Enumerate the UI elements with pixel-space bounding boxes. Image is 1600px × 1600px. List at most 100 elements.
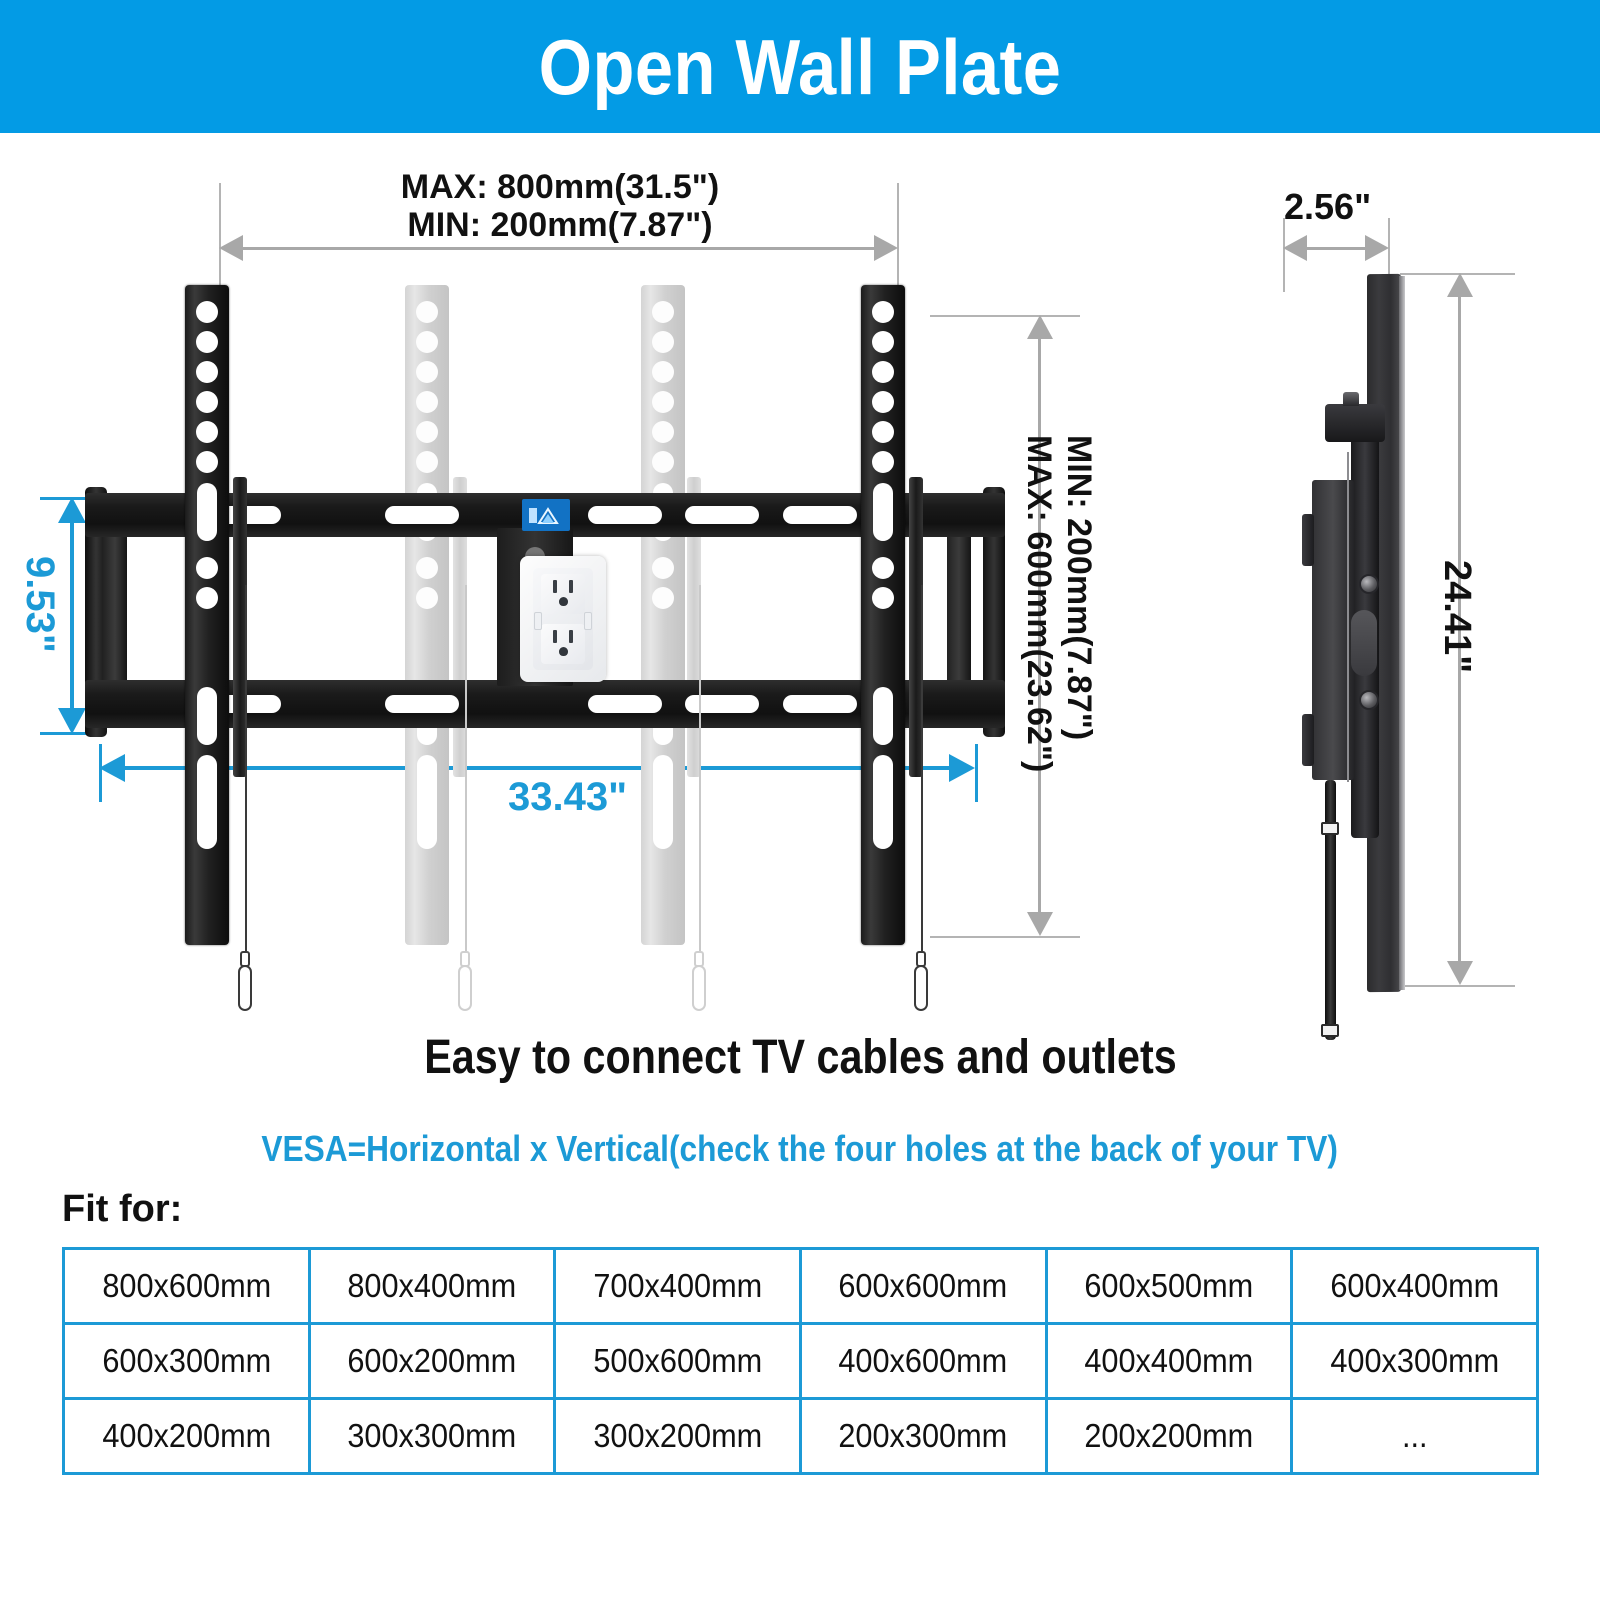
vesa-explanation-text: VESA=Horizontal x Vertical(check the fou… [261,1128,1339,1169]
vesa-cell-text: 600x300mm [101,1342,271,1379]
right-dim-extension-bottom [930,936,1080,938]
wall-plate-slot [783,695,857,713]
mount-head-profile [1325,404,1385,442]
left-dim-arrow-up [58,497,86,523]
pull-cord-right [921,585,923,953]
vesa-cell: 400x600mm [798,1322,1048,1400]
mount-side-slot [1351,610,1377,676]
pull-cord-left [245,585,247,953]
vesa-cell-text: 300x200mm [593,1417,763,1454]
right-dim-arrow-down [1027,912,1053,936]
right-height-min-label: MIN: 200mm(7.87") [1060,435,1098,741]
outlet-side-slot-left [534,612,542,630]
bottom-dim-line [112,766,964,770]
vesa-cell: 500x600mm [553,1322,802,1400]
pull-cord-loop-left [238,965,252,1011]
vesa-cell: 800x600mm [62,1247,311,1325]
vesa-rail-ghost-right [641,285,685,945]
wall-mount-front-view [85,285,1005,1015]
right-dim-arrow-up [1027,315,1053,339]
wall-plate-left-upright [103,527,127,687]
main-caption-text: Easy to connect TV cables and outlets [423,1031,1177,1084]
cable-wire-profile [1347,452,1349,782]
bottom-dim-arrow-right [949,754,975,782]
vesa-cell-text: 600x500mm [1084,1267,1254,1304]
side-depth-label: 2.56" [1284,186,1372,227]
side-height-label: 24.41" [1436,560,1478,674]
vesa-cell-text: 500x600mm [593,1342,763,1379]
vesa-cell: 600x400mm [1290,1247,1539,1325]
left-dim-arrow-down [58,708,86,734]
bottom-dim-arrow-left [99,754,125,782]
vesa-cell-text: 200x300mm [838,1417,1008,1454]
hanging-cable [1325,780,1336,1040]
vesa-cell: 600x200mm [307,1322,557,1400]
top-dim-line [233,247,885,250]
left-height-label: 9.53" [18,556,62,653]
wall-plate-slot [685,506,759,524]
top-width-dimension-label: MAX: 800mm(31.5") MIN: 200mm(7.87") [330,168,790,244]
header-banner: Open Wall Plate [0,0,1600,133]
vesa-cell-text: 800x400mm [347,1267,517,1304]
vesa-rail-ghost-left [405,285,449,945]
vesa-cell: 600x500mm [1044,1247,1294,1325]
tilt-arm-right [909,477,923,777]
vesa-cell: 600x600mm [798,1247,1048,1325]
vesa-rail-right [861,285,905,945]
bottom-dim-extension-right [975,744,978,802]
vesa-cell-text: ... [1401,1417,1428,1454]
side-height-extension-bottom [1400,985,1515,987]
pull-cord-loop-ghost-left [458,965,472,1011]
side-height-dim-line [1458,288,1461,971]
vesa-cell: ... [1290,1397,1539,1475]
vesa-cell-text: 800x600mm [101,1267,271,1304]
electrical-outlet [520,556,606,682]
left-dim-line [70,510,74,722]
vesa-cell: 400x200mm [62,1397,311,1475]
right-dim-line [1038,330,1041,922]
vesa-cell: 200x200mm [1044,1397,1294,1475]
vesa-cell: 800x400mm [307,1247,557,1325]
vesa-cell-text: 600x400mm [1330,1267,1500,1304]
wall-plate-slot [385,695,459,713]
bottom-width-label: 33.43" [508,775,628,819]
cable-clip-top [1321,822,1339,835]
vesa-rail-left [185,285,229,945]
fit-for-label: Fit for: [62,1188,183,1230]
side-depth-arrow-left [1283,235,1307,261]
page-title: Open Wall Plate [538,22,1062,111]
wall-plate-slot [783,506,857,524]
wall-plate-slot [588,695,662,713]
side-height-arrow-up [1447,273,1473,297]
vesa-cell-text: 200x200mm [1084,1417,1254,1454]
tv-panel-edge-highlight [1399,275,1405,991]
outlet-receptacle-bottom [541,624,585,664]
pull-cord-ghost-right [699,585,701,953]
outlet-faceplate [533,568,593,670]
vesa-cell: 300x300mm [307,1397,557,1475]
mount-adjust-knob [1343,392,1359,406]
vesa-cell: 600x300mm [62,1322,311,1400]
side-height-arrow-down [1447,961,1473,985]
tilt-arm-left [233,477,247,777]
mount-tab-bottom [1302,714,1314,766]
vesa-cell: 400x300mm [1290,1322,1539,1400]
table-row: 600x300mm 600x200mm 500x600mm 400x600mm … [62,1322,1539,1400]
top-width-min-label: MIN: 200mm(7.87") [407,206,713,245]
wall-plate-slot [588,506,662,524]
vesa-cell: 300x200mm [553,1397,802,1475]
pull-cord-loop-right [914,965,928,1011]
vesa-cell-text: 600x600mm [838,1267,1008,1304]
side-depth-arrow-right [1365,235,1389,261]
vesa-cell-text: 600x200mm [347,1342,517,1379]
pull-cord-loop-ghost-right [692,965,706,1011]
wall-plate-right-end [983,487,1005,737]
cable-clip-bottom [1321,1024,1339,1037]
vesa-cell-text: 300x300mm [347,1417,517,1454]
side-depth-extension-right [1388,218,1390,292]
vesa-cell-text: 400x200mm [101,1417,271,1454]
vesa-cell-text: 400x400mm [1084,1342,1254,1379]
table-row: 800x600mm 800x400mm 700x400mm 600x600mm … [62,1247,1539,1325]
wall-plate-slot [385,506,459,524]
